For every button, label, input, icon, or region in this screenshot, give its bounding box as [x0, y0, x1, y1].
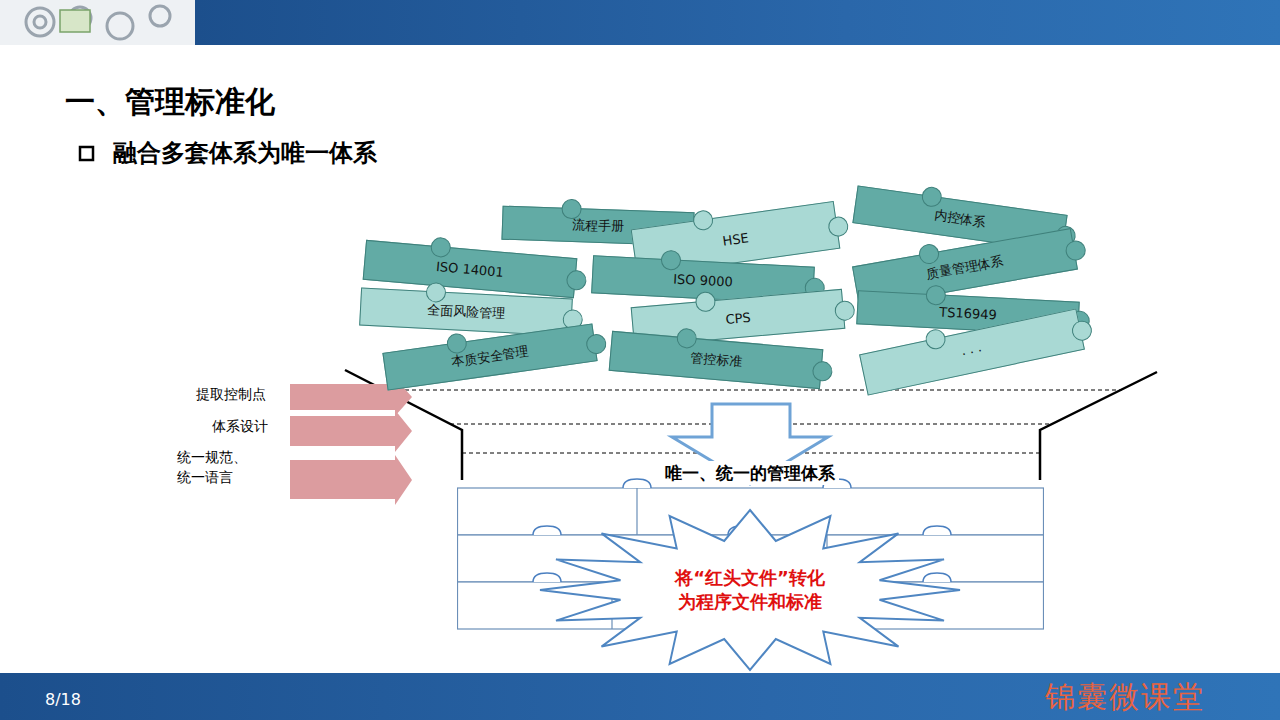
puzzle-knob: [826, 215, 849, 238]
puzzle-knob: [660, 250, 681, 271]
puzzle-knob: [923, 328, 947, 352]
subtitle: 融合多套体系为唯一体系: [113, 137, 377, 169]
puzzle-knob: [566, 269, 588, 291]
starburst-text: 将“红头文件”转化 为程序文件和标准: [664, 566, 836, 614]
piece-label: 内控体系: [933, 206, 987, 231]
piece-label: TS16949: [939, 304, 997, 322]
puzzle-tab: [623, 479, 651, 488]
puzzle-tab: [923, 573, 951, 582]
funnel-side: [1040, 372, 1157, 480]
puzzle-knob: [925, 285, 946, 306]
logo-panel: [0, 0, 195, 45]
watermark: 锦囊微课堂: [1045, 677, 1205, 718]
puzzle-piece: 本质安全管理: [382, 323, 597, 390]
piece-label: ISO 14001: [436, 259, 505, 280]
box-heading: 唯一、统一的管理体系: [661, 461, 839, 485]
piece-label: 管控标准: [689, 349, 742, 371]
step-label: 体系设计: [212, 418, 268, 436]
gear-logo: [26, 6, 170, 39]
piece-label: 流程手册: [572, 216, 625, 236]
puzzle-knob: [561, 199, 582, 220]
footer-bar: [0, 673, 1280, 720]
puzzle-knob: [920, 186, 943, 209]
puzzle-tab: [533, 526, 561, 535]
puzzle-knob: [425, 282, 446, 303]
piece-label: · · ·: [960, 343, 983, 362]
puzzle-knob: [585, 333, 608, 356]
bullet-square: [80, 147, 93, 160]
puzzle-knob: [1070, 319, 1094, 343]
step-label: 统一规范、 统一语言: [177, 447, 253, 487]
starburst-outline: [536, 508, 964, 672]
piece-label: HSE: [721, 230, 749, 249]
puzzle-tab: [533, 573, 561, 582]
header-bar: [195, 0, 1280, 45]
page-number: 8/18: [45, 690, 81, 709]
puzzle-knob: [694, 291, 716, 313]
puzzle-knob: [812, 360, 834, 382]
piece-label: ISO 9000: [673, 271, 733, 289]
starburst: 将“红头文件”转化 为程序文件和标准: [536, 508, 964, 672]
puzzle-tab: [923, 526, 951, 535]
puzzle-knob: [917, 243, 940, 266]
step-label: 提取控制点: [196, 386, 266, 404]
puzzle-knob: [1064, 239, 1087, 262]
puzzle-knob: [834, 300, 856, 322]
starburst-shape: [540, 510, 960, 670]
puzzle-knob: [676, 328, 698, 350]
slide-title: 一、管理标准化: [65, 82, 275, 123]
piece-label: 全面风险管理: [427, 301, 506, 323]
piece-label: CPS: [725, 309, 751, 326]
puzzle-knob: [430, 237, 452, 259]
puzzle-piece: 管控标准: [609, 331, 824, 389]
process-arrow: [290, 378, 412, 505]
